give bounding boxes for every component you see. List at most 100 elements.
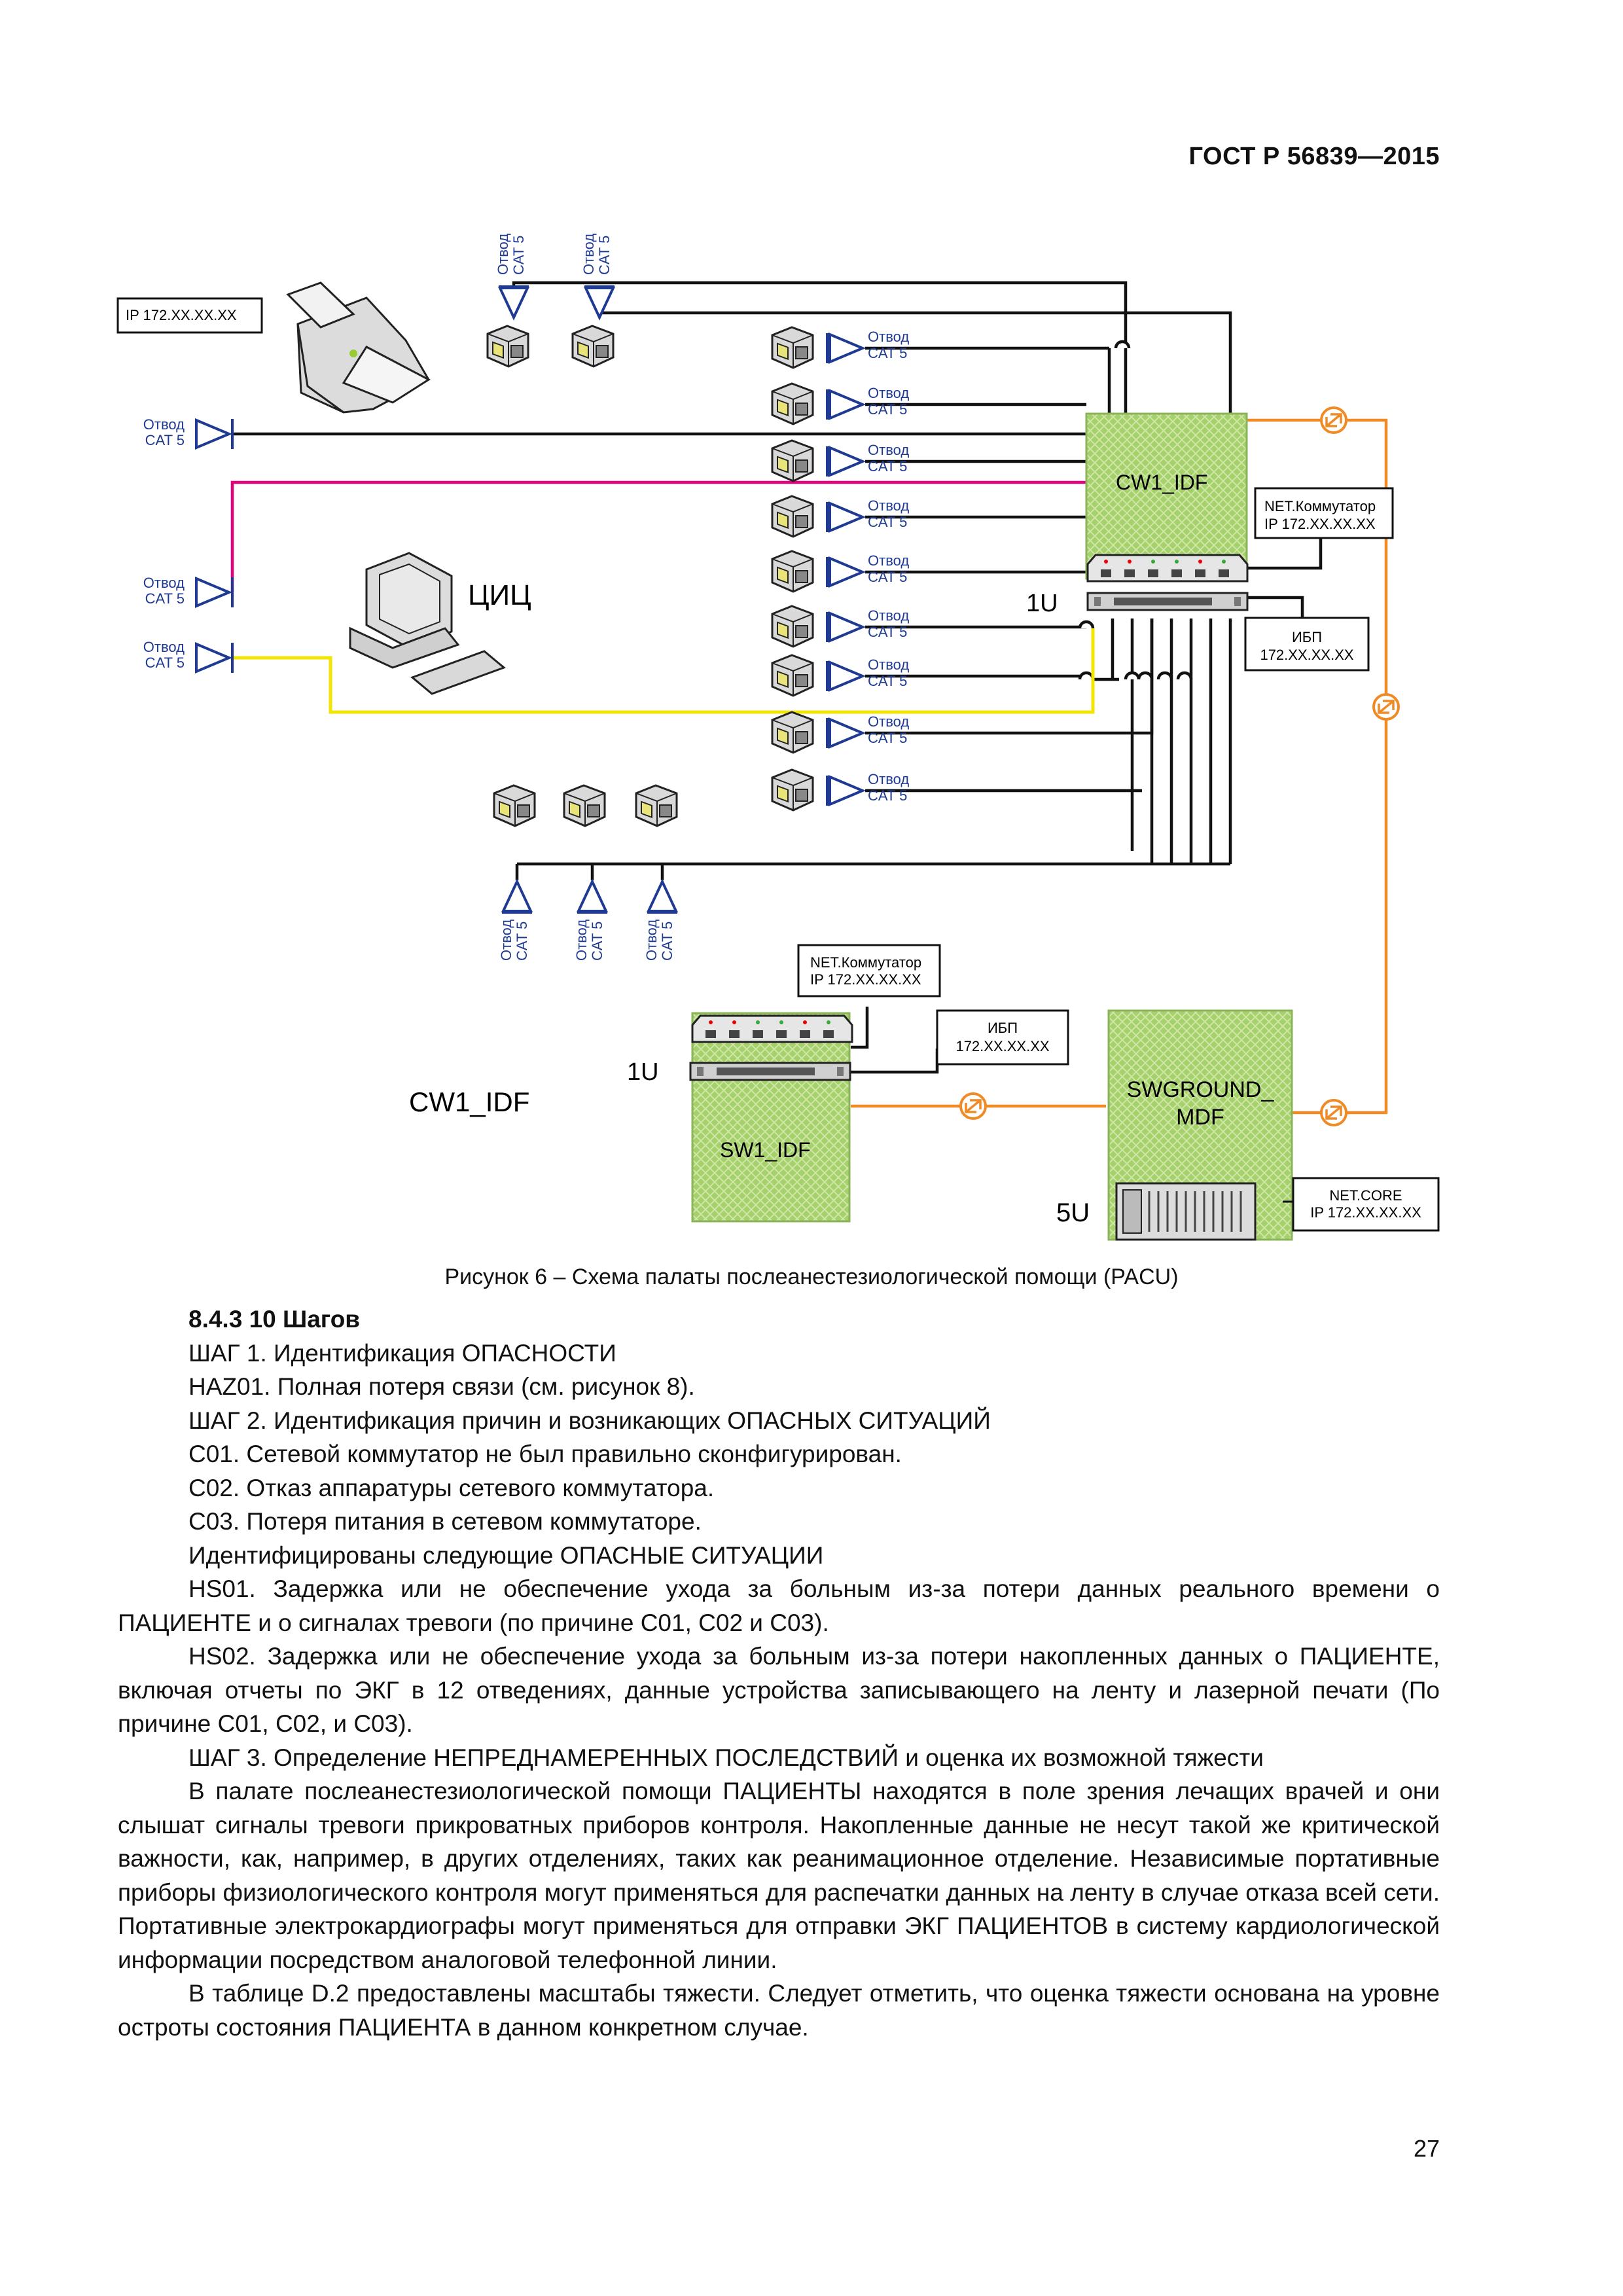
outlet-right-1-label-2: CAT 5 [868, 345, 907, 361]
page-header-standard-id: ГОСТ Р 56839—2015 [1188, 143, 1440, 170]
wall-jack-icon [771, 711, 814, 754]
outlet-right-9-label-2: CAT 5 [868, 787, 907, 804]
ups-top-box [1244, 617, 1370, 672]
outlet-right-3-label-1: Отвод [868, 442, 909, 458]
core-label: NET.CORE [1329, 1187, 1402, 1204]
outlet-left-1-l2: CAT 5 [145, 432, 185, 448]
outlet-left-1-l1: Отвод [143, 416, 185, 433]
cw1-idf-bottom-label: CW1_IDF [409, 1086, 529, 1117]
wall-jack-icon [771, 439, 814, 482]
outlet-right-7-icon [826, 660, 866, 692]
ciz-label: ЦИЦ [468, 579, 531, 611]
wall-jack-icon [771, 326, 814, 369]
paragraph: ШАГ 2. Идентификация причин и возникающи… [188, 1407, 991, 1434]
core-box [1292, 1177, 1440, 1232]
mdf-label-line2: MDF [1176, 1105, 1224, 1130]
wall-jack-icon [771, 654, 814, 697]
outlet-right-8-label-1: Отвод [868, 713, 909, 730]
outlet-bottom-2-icon [576, 878, 609, 914]
outlet-right-8-icon [826, 717, 866, 749]
outlet-right-9-label-1: Отвод [868, 771, 909, 787]
switch-bottom-label: NET.Коммутатор [810, 954, 921, 971]
core-ip: IP 172.XX.XX.XX [1310, 1204, 1421, 1221]
ups-bottom-ip: 172.XX.XX.XX [955, 1038, 1049, 1054]
outlet-right-4-icon [826, 501, 866, 533]
cw1-idf-cabinet [1085, 412, 1248, 580]
wall-jack-icon [771, 550, 814, 593]
printer-ip: IP 172.XX.XX.XX [126, 307, 237, 323]
outlet-right-6-label-2: CAT 5 [868, 624, 907, 640]
body-text: 8.4.3 10 Шагов ШАГ 1. Идентификация ОПАС… [118, 1302, 1440, 2044]
paragraph: В палате послеанестезиологической помощи… [118, 1778, 1440, 1973]
outlet-bottom-3-l2: CAT 5 [659, 922, 675, 961]
wall-jack-icon [771, 768, 814, 812]
outlet-right-2-label-1: Отвод [868, 385, 909, 401]
paragraph: Идентифицированы следующие ОПАСНЫЕ СИТУА… [188, 1541, 824, 1569]
outlet-right-2-label-2: CAT 5 [868, 401, 907, 418]
outlet-bottom-3-l1: Отвод [643, 920, 660, 961]
paragraph: С02. Отказ аппаратуры сетевого коммутато… [188, 1474, 715, 1501]
outlet-left-2-icon [195, 576, 234, 609]
switch-top-box [1254, 487, 1394, 539]
paragraph: ШАГ 1. Идентификация ОПАСНОСТИ [188, 1339, 616, 1367]
paragraph: ШАГ 3. Определение НЕПРЕДНАМЕРЕННЫХ ПОСЛ… [188, 1744, 1264, 1771]
wall-jack-icon [771, 495, 814, 538]
outlet-right-8-label-2: CAT 5 [868, 730, 907, 746]
outlet-right-1-label-1: Отвод [868, 329, 909, 345]
printer-ip-box [116, 297, 263, 334]
outlet-right-7-label-1: Отвод [868, 656, 909, 673]
outlet-bottom-2-l2: CAT 5 [589, 922, 605, 961]
outlet-top-2-l1: Отвод [580, 234, 597, 275]
outlet-bottom-1-l1: Отвод [498, 920, 514, 961]
outlet-bottom-3-icon [646, 878, 679, 914]
outlet-right-5-icon [826, 556, 866, 588]
outlet-right-5-label-2: CAT 5 [868, 569, 907, 585]
outlet-left-3-l1: Отвод [143, 639, 185, 655]
outlet-left-1-icon [195, 418, 234, 450]
sw1-idf-cabinet [691, 1012, 851, 1223]
outlet-right-6-icon [826, 611, 866, 643]
outlet-right-4-label-2: CAT 5 [868, 514, 907, 530]
paragraph: HAZ01. Полная потеря связи (см. рисунок … [188, 1373, 695, 1400]
outlet-bottom-2-l1: Отвод [573, 920, 590, 961]
figure-caption: Рисунок 6 – Схема палаты послеанестезиол… [444, 1265, 1179, 1289]
section-heading: 8.4.3 10 Шагов [188, 1306, 361, 1333]
paragraph: С03. Потеря питания в сетевом коммутатор… [188, 1508, 702, 1535]
outlet-right-1-icon [826, 332, 866, 365]
ups-top-ip: 172.XX.XX.XX [1260, 647, 1353, 663]
switch-bottom-ip: IP 172.XX.XX.XX [810, 971, 921, 988]
cw1-idf-top-label: CW1_IDF [1116, 471, 1207, 494]
outlet-right-3-label-2: CAT 5 [868, 458, 907, 475]
core-chassis-icon [1115, 1182, 1257, 1241]
switch-top-ip: IP 172.XX.XX.XX [1264, 516, 1376, 532]
outlet-right-4-label-1: Отвод [868, 497, 909, 514]
ups-bottom-box [936, 1009, 1069, 1066]
outlet-left-3-l2: CAT 5 [145, 655, 185, 671]
outlet-left-2-l2: CAT 5 [145, 590, 185, 607]
mdf-label-line1: SWGROUND_ [1127, 1077, 1275, 1102]
switch-bottom-box [797, 944, 941, 997]
outlet-top-2-l2: CAT 5 [596, 236, 613, 275]
outlet-left-2-l1: Отвод [143, 575, 185, 591]
outlet-bottom-1-icon [501, 878, 533, 914]
outlet-right-7-label-2: CAT 5 [868, 673, 907, 689]
workstation-icon [349, 552, 506, 695]
paragraph: HS02. Задержка или не обеспечение ухода … [118, 1643, 1440, 1737]
page-number: 27 [1413, 2135, 1440, 2162]
rack-5u: 5U [1056, 1198, 1090, 1227]
paragraph: В таблице D.2 предоставлены масштабы тяж… [118, 1980, 1440, 2041]
outlet-right-5-label-1: Отвод [868, 552, 909, 569]
sw1-idf-label: SW1_IDF [720, 1138, 811, 1162]
wall-jack-icon [771, 382, 814, 425]
outlet-top-1-l2: CAT 5 [510, 236, 527, 275]
ups-bottom-label: ИБП [988, 1020, 1018, 1036]
outlet-right-6-label-1: Отвод [868, 607, 909, 624]
network-diagram: CW1_IDF 1U NET.Коммутатор IP 172.XX.XX.X… [116, 234, 1440, 1241]
paragraph: С01. Сетевой коммутатор не был правильно… [188, 1441, 902, 1467]
outlet-top-1-icon [497, 285, 530, 321]
outlet-bottom-1-l2: CAT 5 [514, 922, 530, 961]
outlet-left-3-icon [195, 641, 234, 674]
outlet-right-2-icon [826, 388, 866, 421]
outlet-right-3-icon [826, 445, 866, 478]
rack-1u-top: 1U [1026, 590, 1058, 617]
